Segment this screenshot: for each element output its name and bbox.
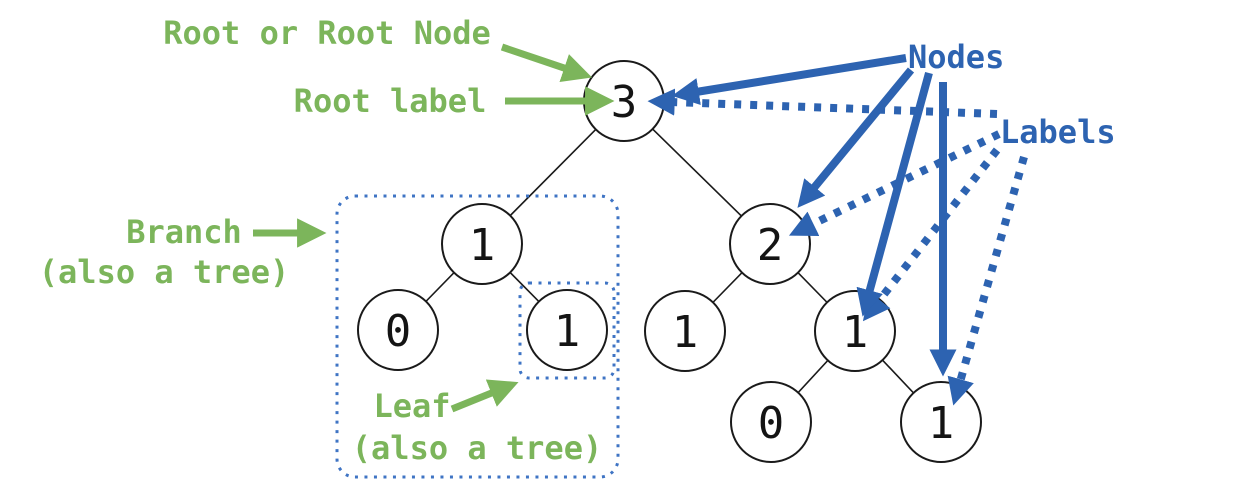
node-value: 1 [928,398,955,449]
nodes-arrows [671,54,957,377]
node-circle [730,381,812,463]
nodes-arrow-right-root [797,67,915,208]
tree-node-branch-right-leaf: 1 [526,289,608,371]
tree-node-inner-right-leaf: 1 [900,381,982,463]
nodes-annotation: Nodes [908,38,1004,76]
node-circle [644,290,726,372]
node-value: 1 [554,306,581,357]
node-value: 2 [757,220,784,271]
labels-arrow-bottom [947,155,1028,406]
branch-subtree-box [335,194,620,479]
tree-node-branch-root: 1 [441,203,523,285]
nodes-arrow-inner [856,71,933,317]
branch-annotation: Branch [126,213,242,251]
node-value: 1 [469,220,496,271]
tree-node-right-left-leaf: 1 [644,290,726,372]
nodes-arrow-root [671,54,907,105]
node-value: 3 [611,77,638,128]
labels-arrow-inner [862,147,1001,322]
labels-arrow-right-root [788,130,1001,237]
green-arrows [253,43,615,413]
leaf-box [518,281,616,380]
labels-annotation: Labels [1000,113,1116,151]
node-circle [357,289,439,371]
tree-node-root: 3 [583,60,665,142]
tree-node-branch-left-leaf: 0 [357,289,439,371]
tree-node-right-inner: 1 [814,290,896,372]
root-label-annotation: Root label [294,82,487,120]
tree-node-right-subtree-root: 2 [729,203,811,285]
labels-arrow-root [647,88,998,118]
root-node-arrow [500,43,593,82]
node-value: 1 [842,307,869,358]
leaf-annotation-sub: (also a tree) [352,429,602,467]
leaf-annotation: Leaf [373,387,450,425]
node-value: 0 [758,398,785,449]
root-node-annotation: Root or Root Node [163,14,491,52]
node-circle [441,203,523,285]
branch-annotation-sub: (also a tree) [39,253,289,291]
node-circle [526,289,608,371]
node-value: 0 [385,306,412,357]
tree-node-inner-left-leaf: 0 [730,381,812,463]
node-value: 1 [672,307,699,358]
leaf-arrow [450,379,519,413]
tree-nodes: 3 1 2 0 1 1 1 [357,60,982,463]
